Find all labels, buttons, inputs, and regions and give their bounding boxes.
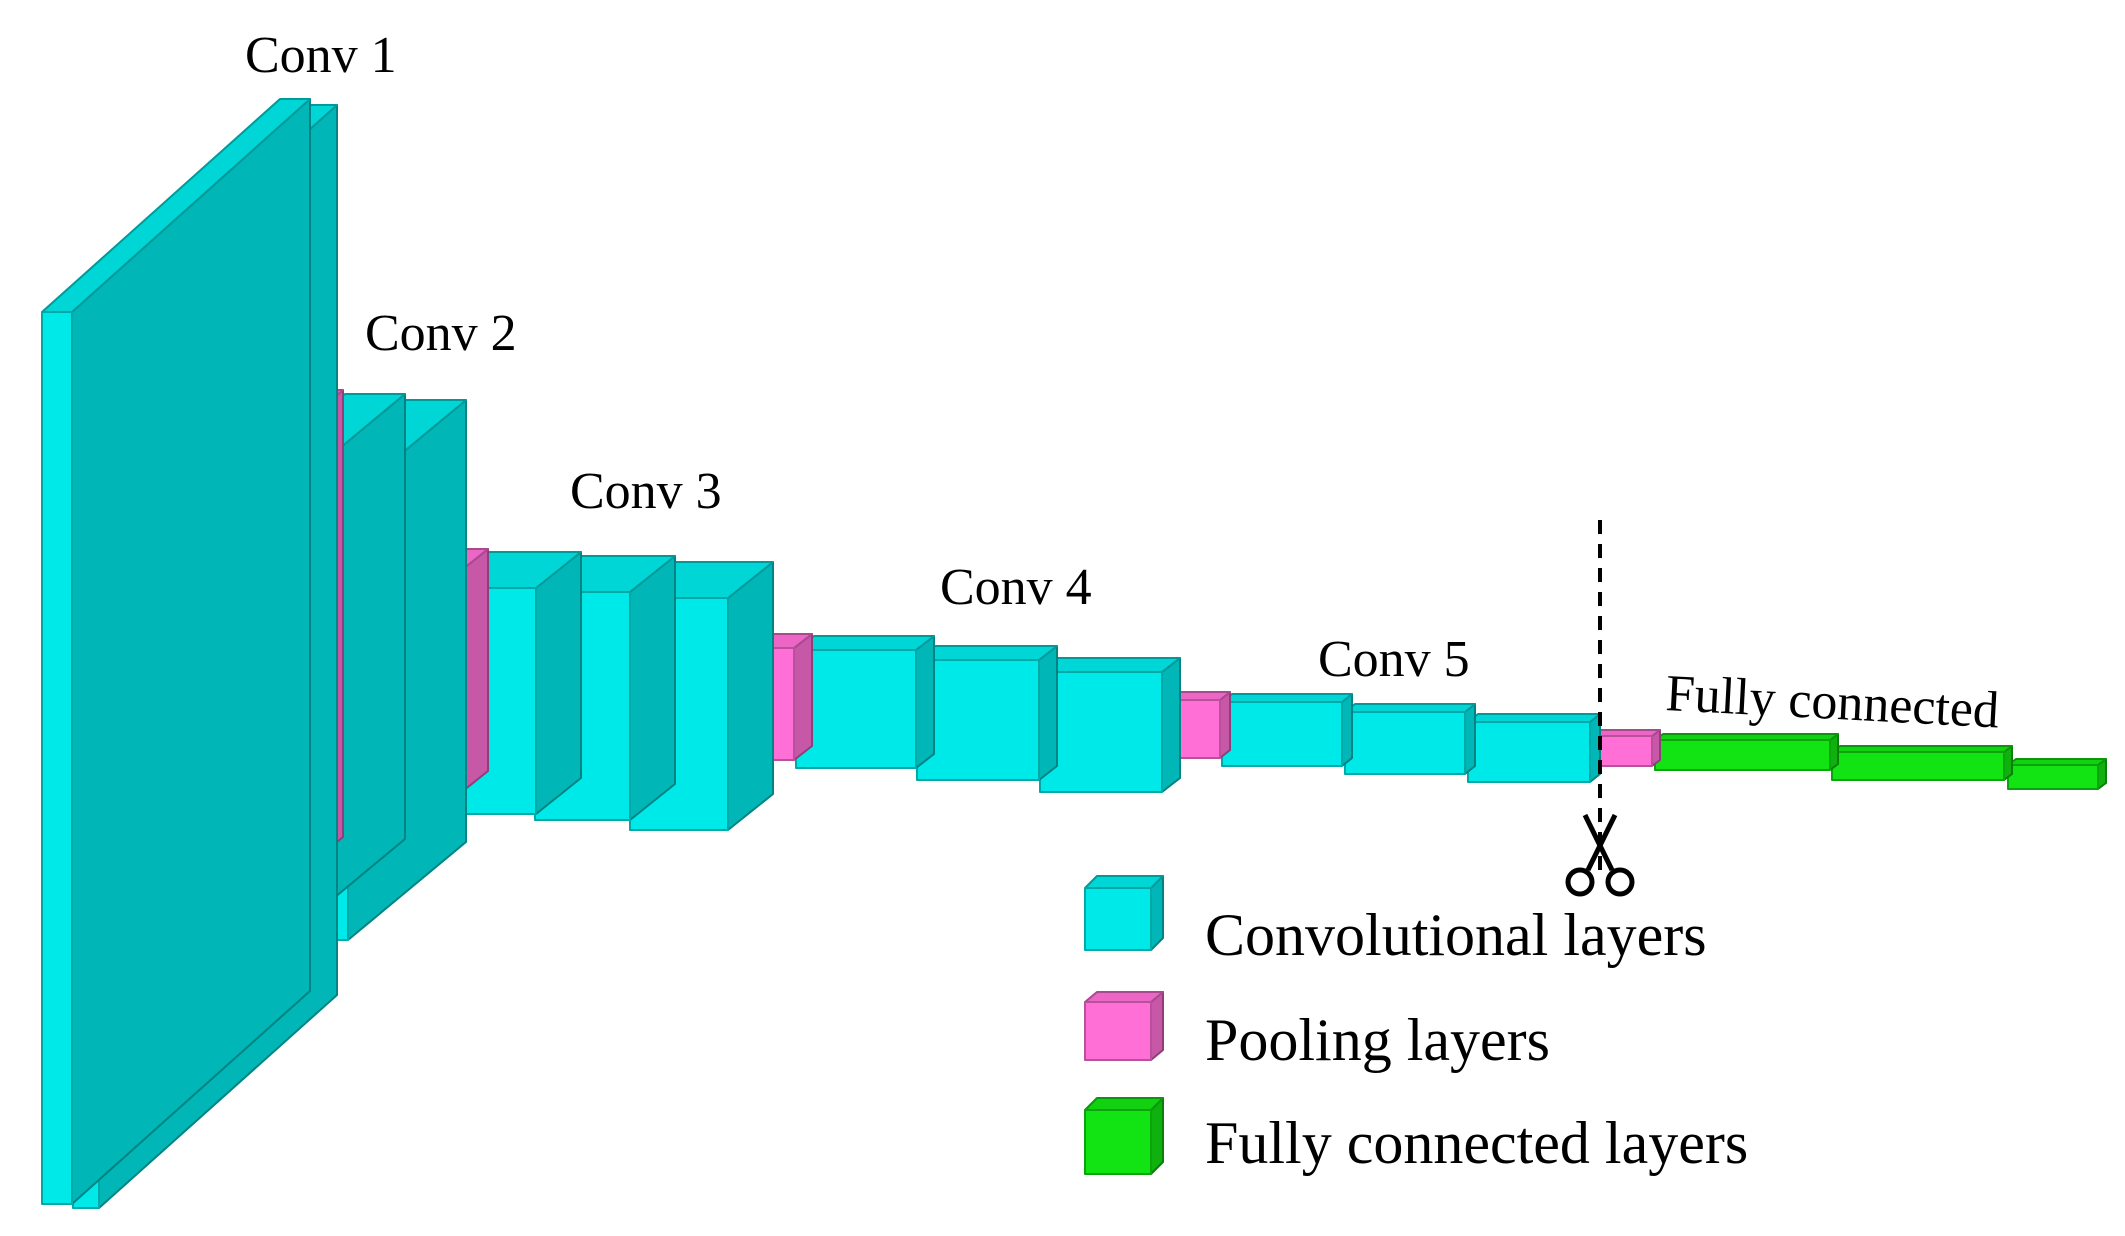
conv4-layer-2-top [916,645,1058,661]
fc-layer-3 [2007,758,2107,790]
conv4-layer-3 [1039,657,1181,793]
conv2-label: Conv 2 [365,305,517,362]
conv5-layer-1 [1221,693,1353,767]
legend-swatch-pool-front [1084,1001,1152,1061]
conv5-layer-3-top [1467,713,1601,723]
legend-swatches [1084,875,1164,1175]
legend-swatch-pool-side [1150,991,1164,1061]
pool-layer-5 [1591,729,1661,767]
conv5-layer-1-front [1221,701,1343,767]
conv4-layer-3-top [1039,657,1181,673]
conv3-label: Conv 3 [570,463,722,520]
fc-layer-1-front [1654,739,1831,771]
legend-label-conv: Convolutional layers [1205,902,1707,968]
pool-layer-3-side [793,633,813,761]
conv4-layer-2-front [916,659,1040,781]
conv4-layer-1 [795,635,935,769]
fc-layer-2-front [1831,751,2005,781]
conv4-layer-3-front [1039,671,1163,793]
pool-layer-4-side [1219,691,1231,759]
legend-label-fc: Fully connected layers [1205,1110,1748,1176]
conv5-layer-2-side [1464,703,1476,775]
legend-swatch-conv-top [1084,875,1164,889]
conv5-layer-2-top [1344,703,1476,713]
conv5-layer-1-side [1341,693,1353,767]
conv5-layer-1-top [1221,693,1353,703]
legend-swatch-pool-top [1084,991,1164,1003]
conv5-layer-2-front [1344,711,1466,775]
conv4-layer-1-top [795,635,935,651]
legend-swatch-conv [1084,875,1164,951]
legend-swatch-conv-front [1084,887,1152,951]
conv1-layer-1 [41,98,311,1205]
legend-swatch-pool [1084,991,1164,1061]
conv3-layer-2-side [629,555,676,821]
legend: Convolutional layers Pooling layers Full… [1084,875,1748,1176]
conv4-layer-2-side [1038,645,1058,781]
cut-marker [1565,520,1635,897]
fc-layer-2 [1831,745,2013,781]
conv4-layer-1-side [915,635,935,769]
conv5-label: Conv 5 [1318,631,1470,688]
fully-connected-label: Fully connected [1664,665,2000,739]
legend-swatch-fc [1084,1097,1164,1175]
conv5-layer-2 [1344,703,1476,775]
legend-swatch-fc-top [1084,1097,1164,1111]
fc-layer-1 [1654,733,1839,771]
conv4-layer-3-side [1161,657,1181,793]
conv4-layer-2 [916,645,1058,781]
conv4-layer-1-front [795,649,917,769]
legend-swatch-fc-front [1084,1109,1152,1175]
conv4-label: Conv 4 [940,559,1092,616]
scissors-icon [1565,813,1635,897]
conv5-layer-3-front [1467,721,1591,783]
legend-label-pool: Pooling layers [1205,1007,1550,1073]
network-layers [41,98,2107,1209]
conv1-layer-1-front [41,311,73,1205]
conv3-layer-3-side [727,561,774,831]
conv3-layer-1-side [535,551,582,815]
fc-layer-3-front [2007,764,2099,790]
conv5-layer-3 [1467,713,1601,783]
conv1-label: Conv 1 [245,27,397,84]
